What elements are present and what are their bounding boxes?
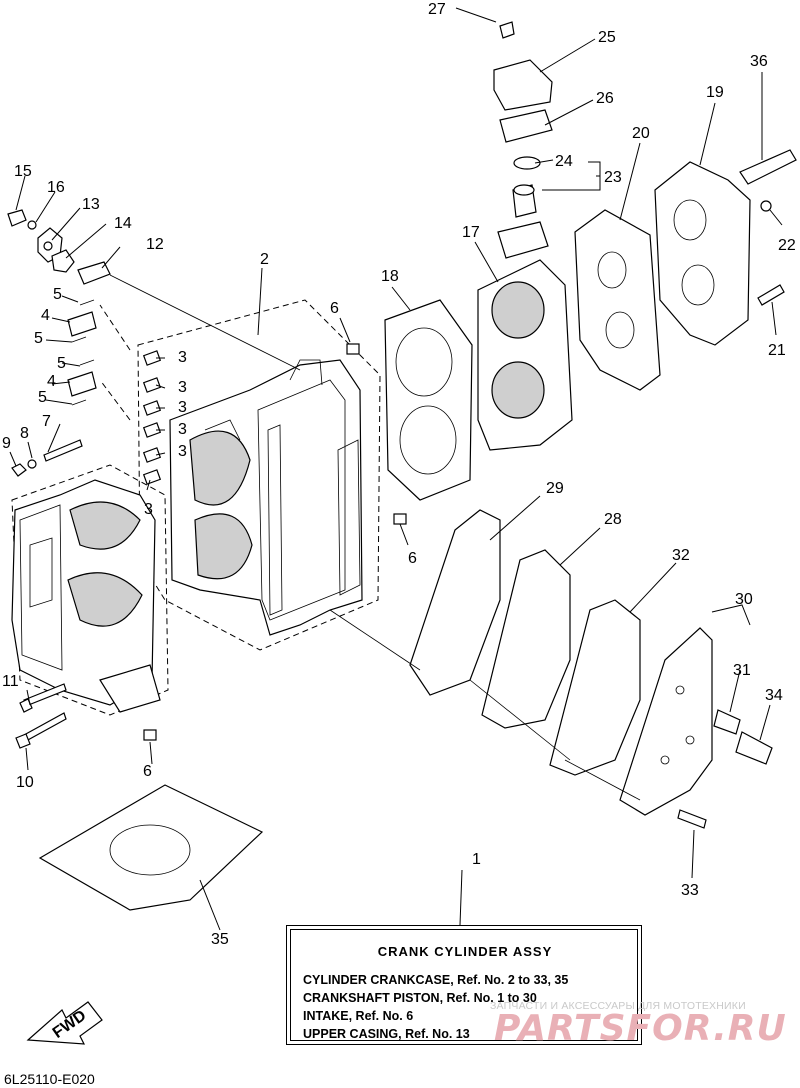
fitting-parts-3-4-5 xyxy=(67,299,162,485)
callout-7: 7 xyxy=(42,413,51,430)
callout-3-f: 3 xyxy=(144,501,153,518)
callout-10: 10 xyxy=(16,774,34,791)
callout-3-c: 3 xyxy=(178,399,187,416)
upper-casing-part-13 xyxy=(7,209,111,285)
callout-26: 26 xyxy=(596,90,614,107)
callout-33: 33 xyxy=(681,882,699,899)
callout-3-e: 3 xyxy=(178,443,187,460)
head-cover-part-19 xyxy=(654,161,751,346)
callout-13: 13 xyxy=(82,196,100,213)
callout-18: 18 xyxy=(381,268,399,285)
callout-6-top: 6 xyxy=(330,300,339,317)
base-gasket-part-35 xyxy=(38,784,264,911)
callout-12: 12 xyxy=(146,236,164,253)
callout-19: 19 xyxy=(706,84,724,101)
callout-5-a: 5 xyxy=(53,286,62,303)
callout-31: 31 xyxy=(733,662,751,679)
plate-part-28 xyxy=(481,549,571,729)
leader-lines xyxy=(9,7,783,931)
forward-arrow-icon: FWD xyxy=(26,1001,103,1045)
callout-36: 36 xyxy=(750,53,768,70)
gasket-part-32 xyxy=(549,599,641,776)
sensor-part-36 xyxy=(739,149,797,306)
callout-11: 11 xyxy=(2,673,19,690)
callout-22: 22 xyxy=(778,237,796,254)
figure-code: 6L25110-E020 xyxy=(4,1071,95,1087)
assembly-info-inner: CRANK CYLINDER ASSY CYLINDER CRANKCASE, … xyxy=(290,929,638,1041)
callout-14: 14 xyxy=(114,215,132,232)
callout-32: 32 xyxy=(672,547,690,564)
watermark-brand: PARTSFOR.RU xyxy=(494,1008,787,1049)
callout-4-b: 4 xyxy=(47,373,56,390)
callout-9: 9 xyxy=(2,435,11,452)
assembly-line-3: INTAKE, Ref. No. 6 xyxy=(303,1009,414,1023)
crankcase-half xyxy=(11,464,169,716)
callout-27: 27 xyxy=(428,1,446,18)
assembly-line-1: CYLINDER CRANKCASE, Ref. No. 2 to 33, 35 xyxy=(303,973,569,987)
callout-6-right: 6 xyxy=(408,550,417,567)
callout-numbers: 27 25 26 24 23 17 20 19 36 22 21 18 2 6 … xyxy=(2,1,796,948)
callout-15: 15 xyxy=(14,163,32,180)
head-gasket-part-18 xyxy=(384,299,473,501)
gasket-part-29 xyxy=(409,509,501,696)
callout-5-c: 5 xyxy=(57,355,66,372)
callout-1: 1 xyxy=(472,851,481,868)
callout-29: 29 xyxy=(546,480,564,497)
callout-28: 28 xyxy=(604,511,622,528)
assembly-title: CRANK CYLINDER ASSY xyxy=(377,944,553,959)
assembly-line-2: CRANKSHAFT PISTON, Ref. No. 1 to 30 xyxy=(303,991,537,1005)
callout-34: 34 xyxy=(765,687,783,704)
assembly-line-4: UPPER CASING, Ref. No. 13 xyxy=(303,1027,470,1041)
callout-3-b: 3 xyxy=(178,379,187,396)
head-cover-gasket-part-20 xyxy=(574,209,661,391)
callout-5-d: 5 xyxy=(38,389,47,406)
callout-30: 30 xyxy=(735,591,753,608)
cylinder-head-part-17 xyxy=(477,21,573,451)
callout-17: 17 xyxy=(462,224,480,241)
watermark-subtitle: ЗАПЧАСТИ И АКСЕССУАРЫ ДЛЯ МОТОТЕХНИКИ xyxy=(490,1000,746,1012)
callout-25: 25 xyxy=(598,29,616,46)
assembly-info-box: CRANK CYLINDER ASSY CYLINDER CRANKCASE, … xyxy=(286,925,642,1045)
callout-2: 2 xyxy=(260,251,269,268)
bolts-and-nuts xyxy=(11,439,157,749)
callout-8: 8 xyxy=(20,425,29,442)
callout-3-d: 3 xyxy=(178,421,187,438)
callout-16: 16 xyxy=(47,179,65,196)
callout-20: 20 xyxy=(632,125,650,142)
callout-4-a: 4 xyxy=(41,307,50,324)
callout-35: 35 xyxy=(211,931,229,948)
callout-23: 23 xyxy=(604,169,622,186)
watermark: ЗАПЧАСТИ И АКСЕССУАРЫ ДЛЯ МОТОТЕХНИКИ PA… xyxy=(490,1000,800,1049)
callout-21: 21 xyxy=(768,342,786,359)
cylinder-crankcase-part-2 xyxy=(137,299,381,651)
callout-3-a: 3 xyxy=(178,349,187,366)
callout-24: 24 xyxy=(555,153,573,170)
callout-5-b: 5 xyxy=(34,330,43,347)
callout-6-bottom: 6 xyxy=(143,763,152,780)
exhaust-cover-part-30 xyxy=(619,627,773,829)
